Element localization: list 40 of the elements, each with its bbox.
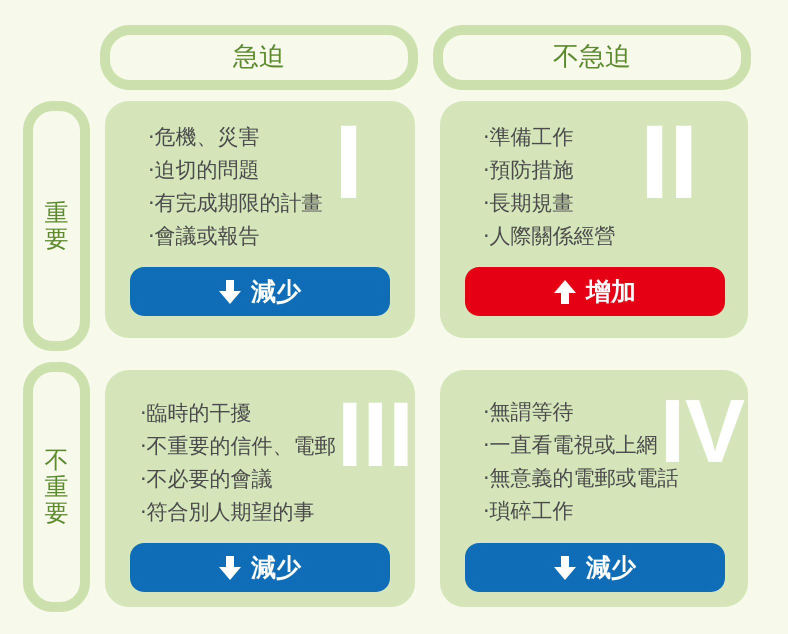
column-header: 不急迫 [553,42,631,74]
quadrant-panel [105,101,415,338]
list-item: ·不重要的信件、電郵 [140,434,336,458]
row-header: 不重要 [44,447,68,527]
list-item: ·臨時的干擾 [140,401,252,425]
roman-numeral: I [334,125,364,201]
quadrant-panel [440,101,748,338]
banner-label: 增加 [586,276,636,306]
roman-numeral: III [337,402,414,468]
banner-label: 減少 [251,552,301,582]
list-item: ·人際關係經營 [483,224,616,248]
list-item: ·一直看電視或上網 [483,433,658,457]
list-item: ·會議或報告 [148,224,260,248]
list-item: ·預防措施 [483,158,574,182]
quadrant-panel [440,370,748,607]
action-banner [130,543,390,592]
list-item: ·瑣碎工作 [483,499,574,523]
list-item: ·不必要的會議 [140,467,273,491]
roman-numeral: IV [660,400,746,465]
header-frame [23,362,90,612]
list-item: ·準備工作 [483,125,574,149]
header-frame [100,25,418,90]
action-banner [130,267,390,316]
list-item: ·危機、災害 [148,125,260,149]
header-frame [23,101,90,351]
list-item: ·有完成期限的計畫 [148,191,323,215]
list-item: ·無意義的電郵或電話 [483,466,679,490]
action-banner [465,543,725,592]
quadrant-panel [105,370,415,607]
header-frame [433,25,751,90]
list-item: ·無謂等待 [483,400,574,424]
list-item: ·符合別人期望的事 [140,500,315,524]
roman-numeral: II [640,125,698,201]
row-header: 重要 [44,200,68,252]
action-banner [465,267,725,316]
list-item: ·迫切的問題 [148,158,260,182]
list-item: ·長期規畫 [483,191,574,215]
column-header: 急迫 [233,42,285,74]
banner-label: 減少 [586,552,636,582]
banner-label: 減少 [251,276,301,306]
